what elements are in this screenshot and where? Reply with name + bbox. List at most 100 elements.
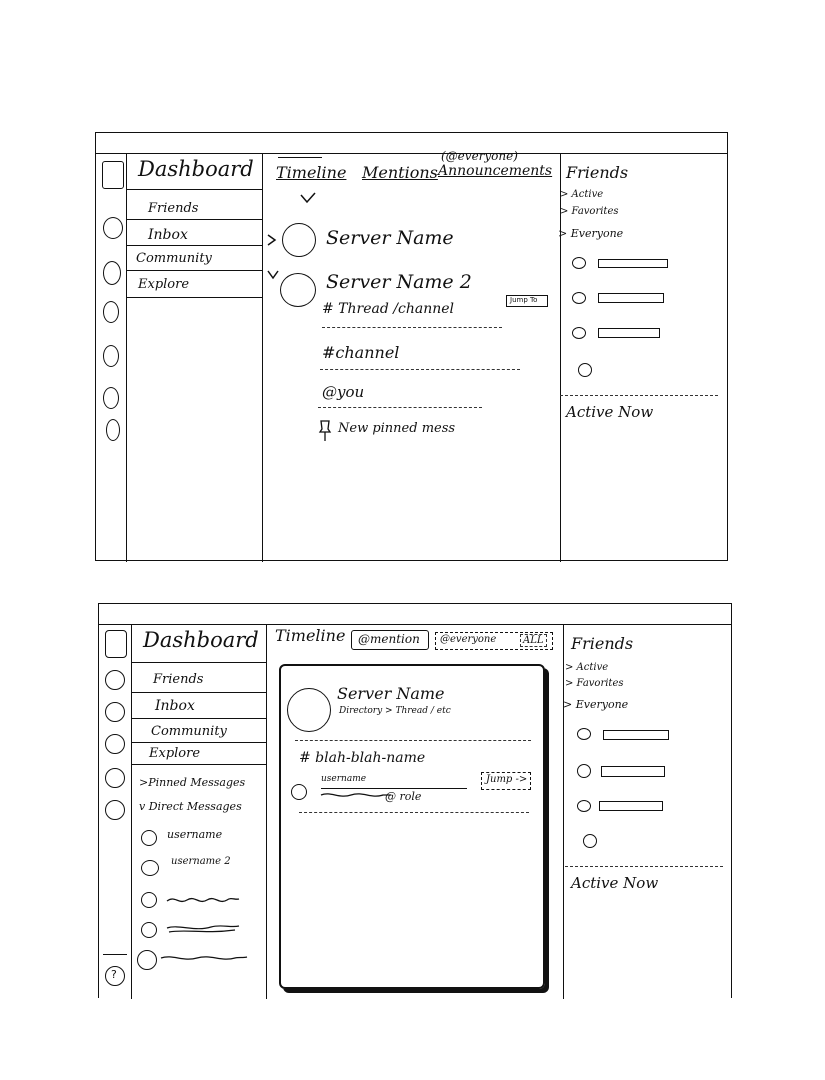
dm-username[interactable]: username (167, 828, 223, 841)
server-icon[interactable] (105, 800, 125, 820)
popup-username[interactable]: username (321, 774, 367, 784)
divider (565, 866, 723, 867)
friend-avatar[interactable] (577, 800, 591, 812)
filter-everyone[interactable]: > Everyone (563, 698, 629, 711)
tab-timeline[interactable]: Timeline (275, 626, 346, 645)
friend-avatar[interactable] (572, 257, 586, 269)
jump-to-button[interactable] (506, 295, 548, 307)
friend-avatar[interactable] (572, 292, 586, 304)
tab-everyone-label: @everyone (440, 634, 497, 645)
divider (126, 297, 262, 298)
divider (131, 692, 266, 693)
divider (103, 954, 127, 955)
divider (560, 153, 561, 562)
message-placeholder (320, 793, 391, 797)
friend-name-placeholder (601, 766, 665, 777)
server-name-2[interactable]: Server Name 2 (326, 271, 472, 293)
dm-avatar[interactable] (141, 922, 157, 938)
server-icon[interactable] (105, 768, 125, 788)
home-button[interactable] (105, 630, 127, 658)
nav-community[interactable]: Community (151, 724, 227, 739)
divider (320, 369, 520, 370)
divider (126, 270, 262, 271)
friend-avatar[interactable] (578, 363, 592, 377)
home-button[interactable] (102, 161, 124, 189)
friend-avatar[interactable] (577, 728, 591, 740)
tab-everyone[interactable]: @everyone ALL (435, 632, 553, 650)
server-icon[interactable] (103, 387, 119, 409)
server-icon[interactable] (103, 301, 119, 323)
server-name[interactable]: Server Name (326, 227, 454, 249)
nav-friends[interactable]: Friends (153, 672, 204, 687)
server-avatar[interactable] (282, 223, 316, 257)
tab-mention-label: @mention (358, 632, 420, 646)
divider (131, 742, 266, 743)
server-icon[interactable] (105, 702, 125, 722)
server-icon[interactable] (105, 734, 125, 754)
divider (131, 718, 266, 719)
server-icon[interactable] (106, 419, 120, 441)
filter-everyone[interactable]: > Everyone (558, 227, 624, 240)
jump-button[interactable]: Jump -> (481, 772, 531, 790)
server-icon[interactable] (103, 345, 119, 367)
user-avatar[interactable] (291, 784, 307, 800)
mentions-popup[interactable]: Server Name Directory > Thread / etc # b… (279, 664, 545, 989)
feed-thread[interactable]: # Thread /channel (322, 301, 454, 317)
divider (295, 740, 531, 741)
dm-avatar[interactable] (141, 830, 157, 846)
dm-name-placeholder (166, 925, 240, 933)
friend-avatar[interactable] (572, 327, 586, 339)
divider (131, 662, 266, 663)
dm-avatar[interactable] (137, 950, 157, 970)
dm-avatar[interactable] (141, 892, 157, 908)
nav-inbox[interactable]: Inbox (155, 698, 195, 714)
popup-server-name[interactable]: Server Name (337, 684, 445, 703)
dm-avatar[interactable] (141, 860, 159, 876)
server-avatar[interactable] (287, 688, 331, 732)
help-icon-label: ? (111, 968, 117, 981)
tab-all-label[interactable]: ALL (520, 634, 547, 647)
nav-inbox[interactable]: Inbox (148, 227, 188, 243)
filter-favorites[interactable]: > Favorites (565, 678, 624, 689)
active-tab-indicator (278, 157, 322, 158)
filter-active[interactable]: > Active (560, 189, 604, 200)
divider (126, 245, 262, 246)
server-icon[interactable] (105, 670, 125, 690)
popup-channel[interactable]: # blah-blah-name (299, 750, 426, 766)
chevron-down-icon[interactable] (266, 269, 280, 281)
nav-explore[interactable]: Explore (138, 277, 190, 292)
pinned-messages-toggle[interactable]: >Pinned Messages (139, 776, 246, 789)
friend-avatar[interactable] (583, 834, 597, 848)
checkmark-icon (300, 192, 316, 204)
nav-explore[interactable]: Explore (149, 746, 201, 761)
sketch-2-window: ? Dashboard Friends Inbox Community Expl… (98, 603, 732, 999)
feed-pinned[interactable]: New pinned mess (338, 421, 456, 436)
tab-mention[interactable]: @mention (351, 630, 429, 650)
sketch-1-window: Dashboard Friends Inbox Community Explor… (95, 132, 728, 562)
server-avatar[interactable] (280, 273, 316, 307)
nav-friends[interactable]: Friends (148, 201, 199, 216)
tab-timeline[interactable]: Timeline (276, 163, 347, 182)
divider (563, 624, 564, 999)
help-icon[interactable] (105, 966, 125, 986)
direct-messages-toggle[interactable]: v Direct Messages (139, 800, 242, 813)
filter-active[interactable]: > Active (565, 662, 609, 673)
nav-community[interactable]: Community (136, 251, 212, 266)
feed-channel[interactable]: #channel (322, 343, 400, 362)
divider (262, 153, 263, 562)
friend-avatar[interactable] (577, 764, 591, 778)
pin-icon (318, 420, 332, 441)
server-icon[interactable] (103, 217, 123, 239)
dm-username-2[interactable]: username 2 (171, 856, 231, 867)
filter-favorites[interactable]: > Favorites (560, 206, 619, 217)
friend-name-placeholder (598, 328, 660, 338)
chevron-right-icon[interactable] (266, 233, 278, 247)
server-icon[interactable] (103, 261, 121, 285)
feed-mention[interactable]: @you (322, 383, 365, 401)
divider (299, 812, 529, 813)
popup-path: Directory > Thread / etc (339, 706, 451, 716)
tab-announcements[interactable]: Announcements (438, 163, 553, 179)
divider (560, 395, 718, 396)
tab-mentions[interactable]: Mentions (362, 163, 438, 182)
divider (126, 189, 262, 190)
